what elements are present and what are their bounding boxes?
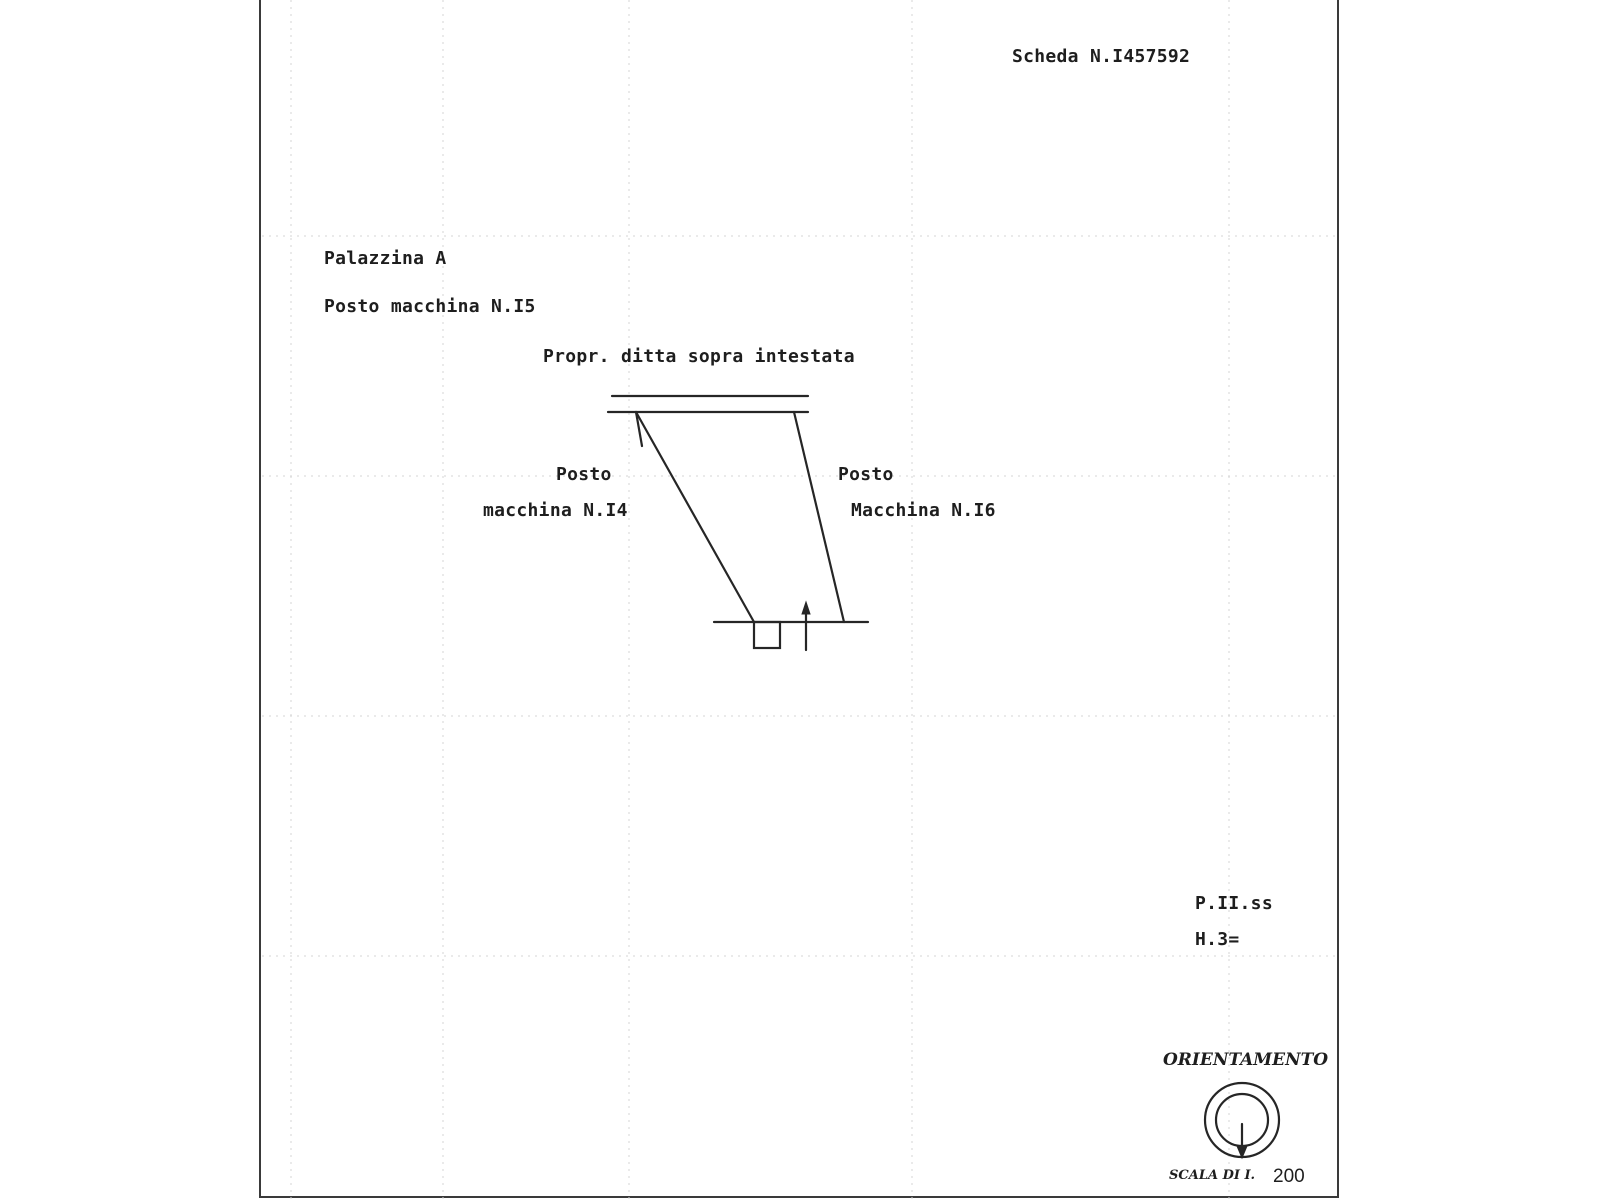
scale-value: 200 [1273, 1166, 1305, 1187]
scale-label: SCALA DI I. [1169, 1168, 1256, 1183]
parking-right-edge [792, 410, 846, 624]
sheet-frame [259, 0, 1339, 1198]
left-neighbour-label-line2: macchina N.I4 [483, 500, 628, 521]
scan-grid [262, 0, 1336, 1200]
compass-north-arrow-icon [1203, 1081, 1281, 1160]
entrance-arrow-icon [801, 600, 811, 652]
palazzina-label: Palazzina A [324, 248, 447, 269]
height-label: H.3= [1195, 929, 1240, 950]
scheda-number: Scheda N.I457592 [1012, 46, 1191, 67]
pillar-square [752, 620, 782, 650]
owner-label: Propr. ditta sopra intestata [543, 346, 855, 367]
right-neighbour-label-line2: Macchina N.I6 [851, 500, 996, 521]
posto-macchina-label: Posto macchina N.I5 [324, 296, 536, 317]
left-neighbour-label-line1: Posto [556, 464, 612, 485]
parking-left-edge [634, 410, 756, 624]
floor-level-label: P.II.ss [1195, 893, 1273, 914]
left-edge-tick [634, 410, 644, 448]
orientation-title: ORIENTAMENTO [1163, 1050, 1329, 1070]
right-neighbour-label-line1: Posto [838, 464, 894, 485]
